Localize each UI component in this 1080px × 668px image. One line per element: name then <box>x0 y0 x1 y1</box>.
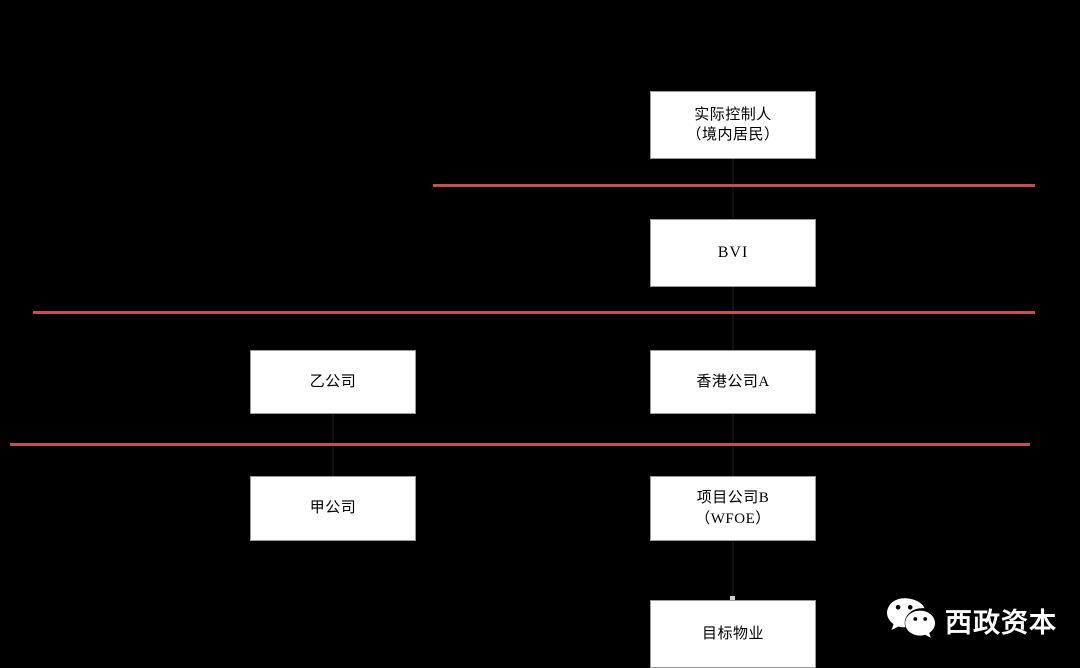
watermark: 西政资本 <box>886 597 1057 644</box>
watermark-text: 西政资本 <box>945 608 1057 639</box>
connector-actual-controller-to-bvi <box>732 159 734 186</box>
node-company-yi[interactable]: 乙公司 <box>250 350 416 414</box>
node-company-jia-label: 甲公司 <box>309 500 357 517</box>
node-hongkong-company-a[interactable]: 香港公司A <box>650 350 816 414</box>
connector-separator-to-bvi <box>732 186 734 218</box>
node-target-property-label: 目标物业 <box>701 625 764 642</box>
connector-project-company-to-target-property <box>732 541 734 600</box>
node-project-company-b[interactable]: 项目公司B （WFOE） <box>650 476 816 541</box>
node-company-yi-label: 乙公司 <box>309 373 357 390</box>
node-actual-controller[interactable]: 实际控制人 （境内居民） <box>650 91 816 159</box>
node-target-property[interactable]: 目标物业 <box>650 600 816 668</box>
separator-bvi-hongkong <box>33 311 1035 314</box>
node-project-company-b-line-1: 项目公司B <box>696 490 770 507</box>
node-bvi[interactable]: BVI <box>650 219 816 287</box>
wechat-icon <box>886 597 936 644</box>
node-project-company-b-line-2: （WFOE） <box>695 510 771 527</box>
node-actual-controller-line-1: 实际控制人 <box>694 106 772 123</box>
separator-offshore-bvi <box>433 184 1035 187</box>
node-hongkong-company-a-label: 香港公司A <box>696 373 770 390</box>
separator-hongkong-onshore <box>10 443 1030 446</box>
connector-nub-target-property <box>730 596 735 601</box>
node-actual-controller-line-2: （境内居民） <box>686 127 780 143</box>
connector-bvi-to-hongkong <box>732 287 734 350</box>
node-company-jia[interactable]: 甲公司 <box>250 476 416 541</box>
node-bvi-label: BVI <box>717 244 749 262</box>
